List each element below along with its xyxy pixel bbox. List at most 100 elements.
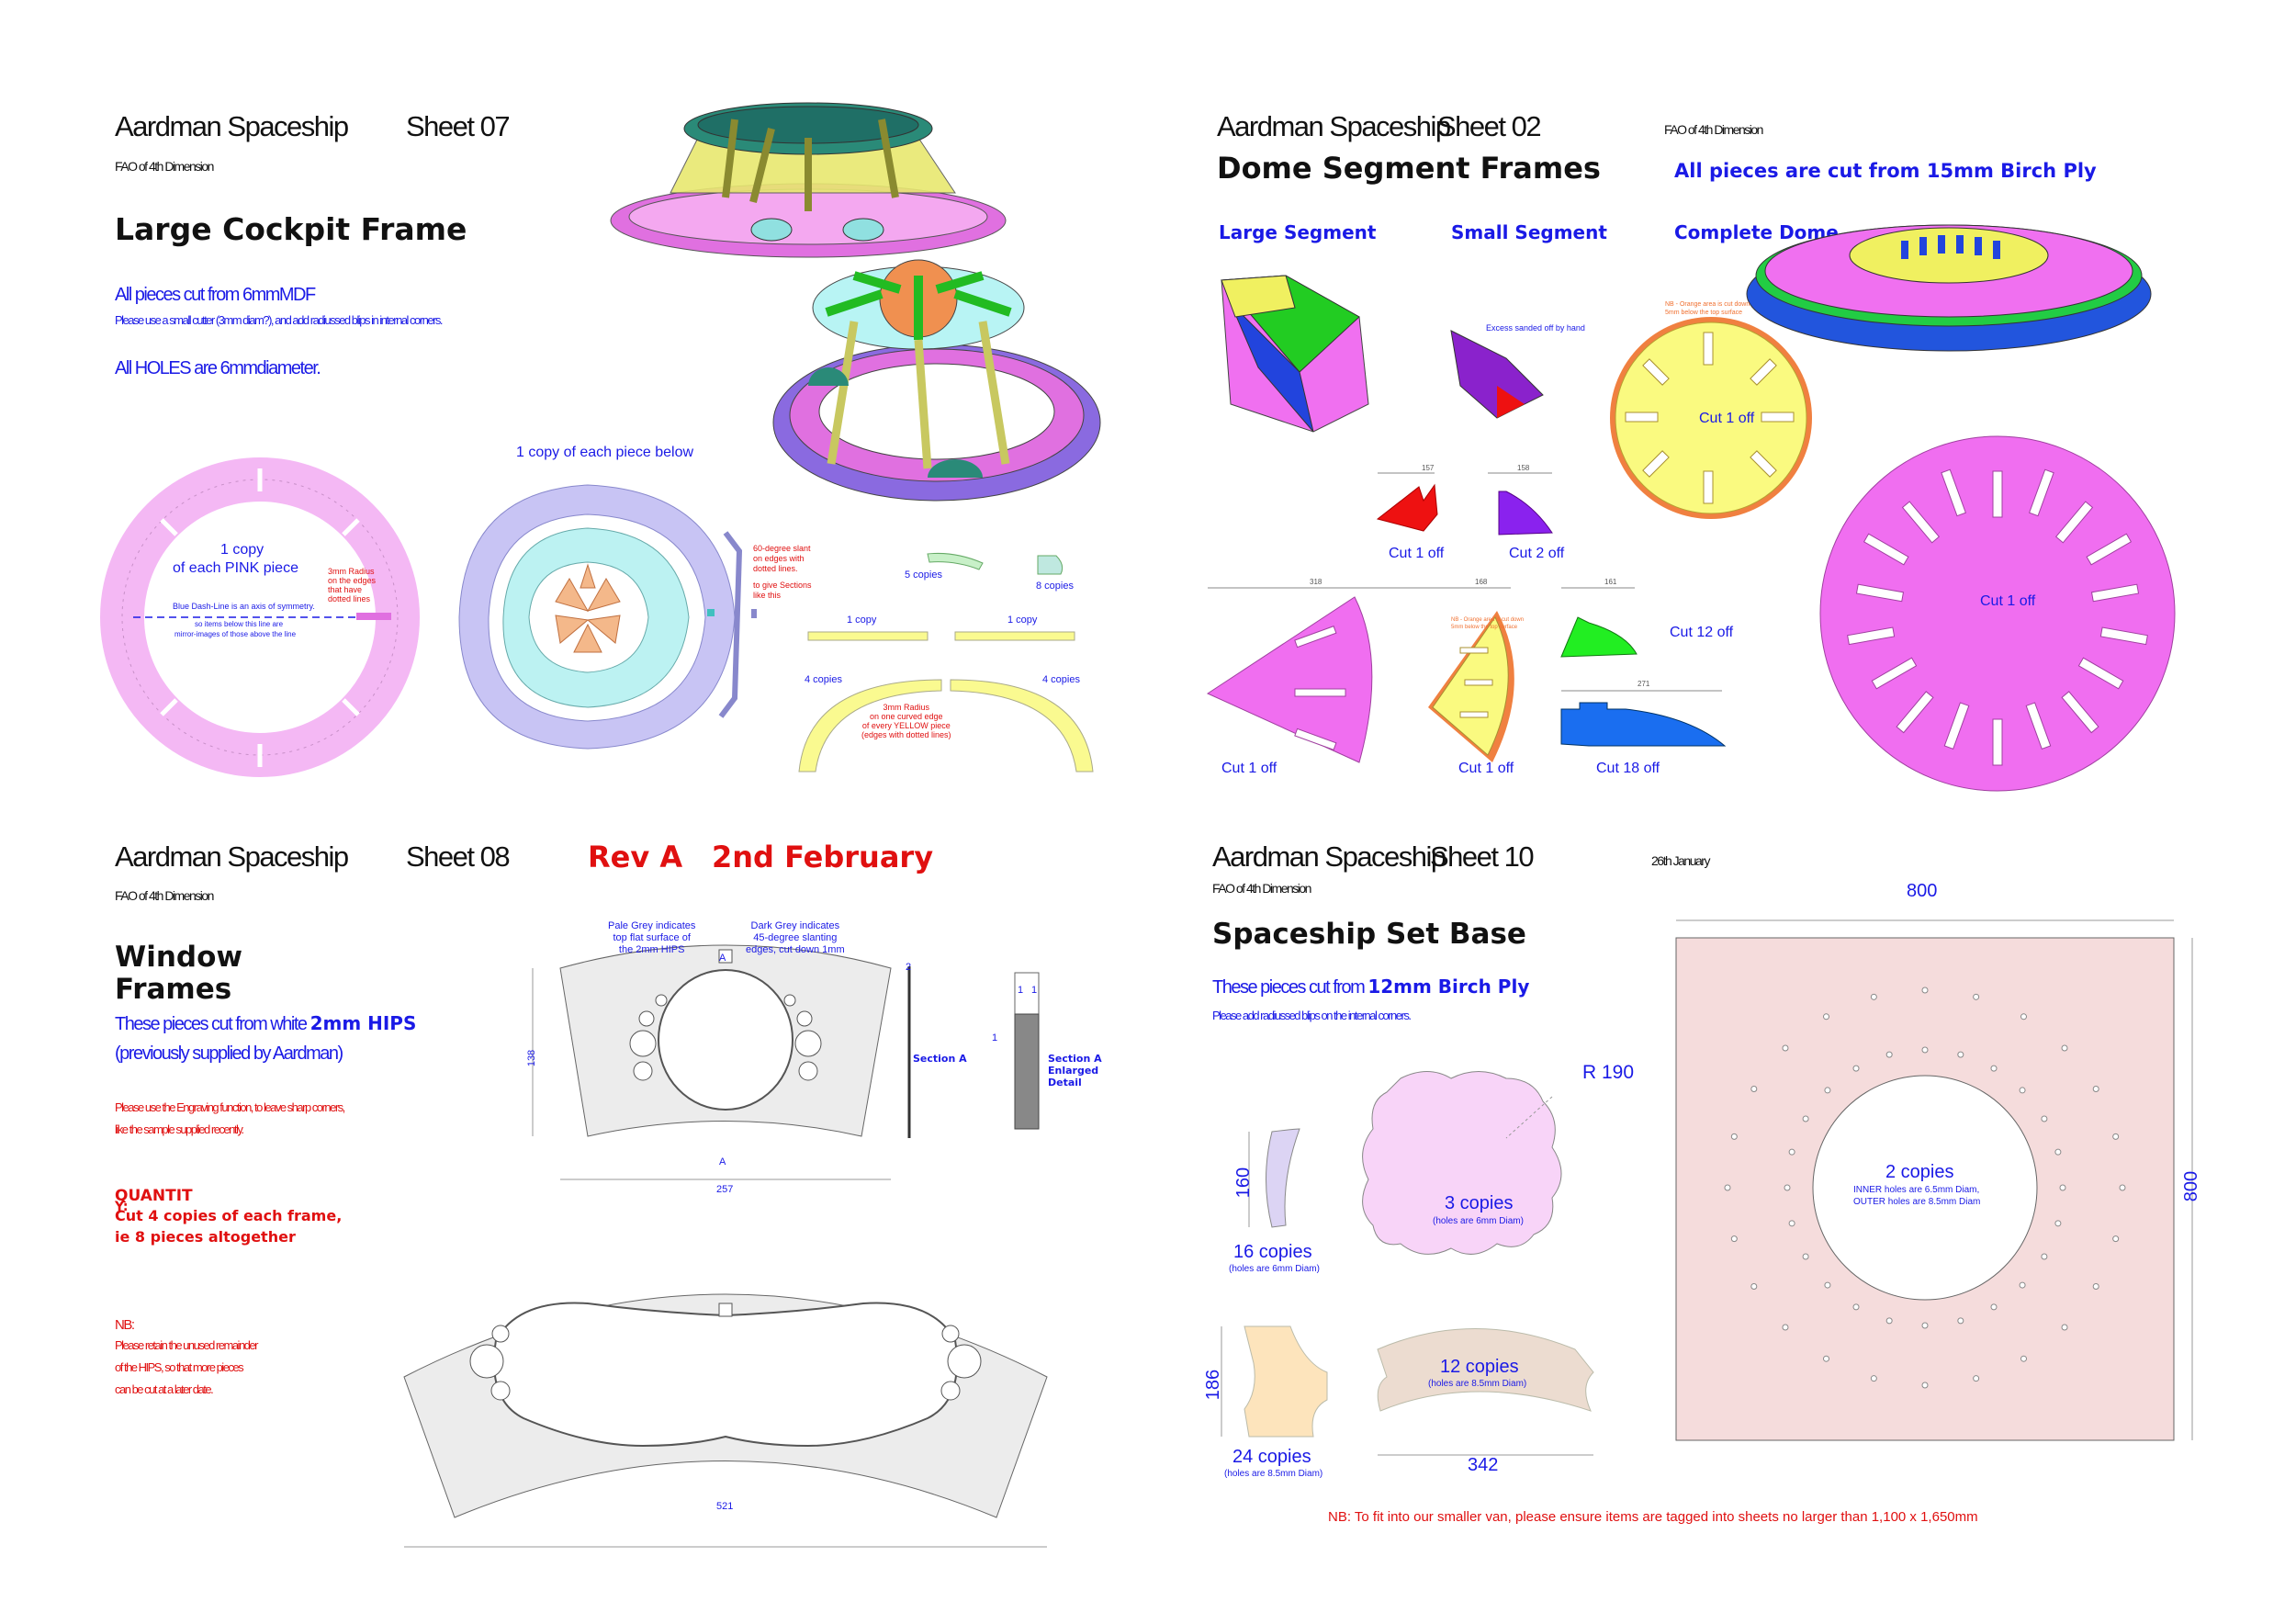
disc-slot [2061, 691, 2099, 734]
dim-161: 161 [1604, 578, 1617, 586]
dim-2: 2 [906, 962, 912, 973]
pink-label-2: of each PINK piece [173, 560, 298, 576]
mounting-hole [2054, 1220, 2062, 1227]
cut18-blue-label: Cut 18 off [1596, 761, 1660, 776]
mirror-note-1: so items below this line are [195, 620, 284, 628]
copies-2-label: 2 copies [1885, 1162, 1954, 1182]
cut1-yellow-disc-label: Cut 1 off [1699, 411, 1755, 426]
mounting-hole [1823, 1355, 1829, 1362]
disc-slot [1896, 691, 1934, 734]
copies-8-label: 8 copies [1036, 581, 1074, 592]
disc-slot [1847, 626, 1896, 646]
dome-segment-3d [1220, 275, 1544, 433]
mounting-hole [2059, 1184, 2066, 1191]
disc-slot [2099, 626, 2148, 646]
dim-342: 342 [1468, 1455, 1499, 1475]
pink-ring-pieces [100, 457, 420, 777]
mounting-hole [2092, 1283, 2099, 1290]
sheet08-fao: FAO of 4th Dimension [115, 888, 214, 903]
mounting-hole [2019, 1281, 2026, 1289]
section-a-enlarged-line: Section A [1048, 1053, 1102, 1065]
mounting-hole [1730, 1133, 1738, 1140]
copies-4a-label: 4 copies [805, 674, 842, 685]
disc-slot [1941, 468, 1967, 517]
yellow-note-line: 3mm Radius [883, 703, 930, 712]
complete-dome-3d [1746, 224, 2152, 352]
sheet02-material: All pieces are cut from 15mm Birch Ply [1674, 160, 2097, 182]
mounting-hole [1852, 1065, 1860, 1072]
layered-ring-pieces [458, 484, 757, 750]
mounting-hole [1921, 1322, 1929, 1329]
sheet-08-panel: Aardman Spaceship Sheet 08 Rev A 2nd Feb… [0, 812, 1148, 1624]
yellow-note: 3mm Radius on one curved edge of every Y… [861, 703, 951, 739]
sheet07-fao: FAO of 4th Dimension [115, 159, 214, 174]
mounting-hole [1784, 1184, 1791, 1191]
sheet08-material-bold: 2mm HIPS [310, 1012, 417, 1034]
orange-note-b: NB - Orange area is cut down 5mm below t… [1451, 616, 1524, 631]
dim-160: 160 [1233, 1167, 1255, 1199]
mounting-hole [1852, 1303, 1860, 1311]
copies-24-holes: (holes are 8.5mm Diam) [1224, 1469, 1323, 1479]
sheet08-rev: Rev A [588, 840, 683, 874]
disc-slot [2090, 583, 2140, 603]
mounting-hole [1750, 1283, 1758, 1290]
mounting-hole [2041, 1253, 2048, 1260]
sheet08-material: These pieces cut from white 2mm HIPS [115, 1012, 416, 1035]
cut2-purple-label: Cut 2 off [1509, 546, 1565, 561]
orange-note-line: 5mm below the top surface [1665, 310, 1743, 316]
cockpit-3d-lower [772, 259, 1101, 502]
copies-1b-label: 1 copy [1007, 615, 1038, 626]
dark-grey-line: Dark Grey indicates [750, 920, 840, 931]
section-a-enlarged: Section A Enlarged Detail [1048, 1053, 1102, 1088]
sheet07-holes: All HOLES are 6mmdiameter. [115, 358, 321, 378]
mounting-hole [1973, 993, 1980, 1000]
sheet07-title: Large Cockpit Frame [115, 211, 467, 247]
nb-line-3: can be cut at a later date. [115, 1382, 214, 1396]
mounting-hole [1788, 1220, 1795, 1227]
r190-label: R 190 [1582, 1062, 1635, 1083]
mounting-hole [2054, 1148, 2062, 1156]
disc-slot [1871, 657, 1918, 690]
sheet07-copy-each-below: 1 copy of each piece below [516, 445, 694, 460]
mounting-hole [2019, 1087, 2026, 1094]
sheet02-project: Aardman Spaceship [1217, 110, 1451, 142]
disc-slot [1943, 702, 1970, 750]
orange-note: NB - Orange area is cut down 5mm below t… [1665, 300, 1750, 317]
mounting-hole [1921, 1382, 1929, 1389]
pink-radius-line: dotted lines [328, 594, 371, 603]
pink-label-1: 1 copy [220, 542, 264, 558]
sheet-07-panel: Aardman Spaceship Sheet 07 FAO of 4th Di… [0, 0, 1148, 812]
mounting-hole [2112, 1235, 2120, 1243]
mounting-hole [2020, 1013, 2027, 1021]
mounting-hole [1973, 1375, 1980, 1382]
sheet08-title-2: Frames [115, 973, 232, 1006]
sheet07-project: Aardman Spaceship [115, 110, 349, 142]
dim-158: 158 [1517, 464, 1530, 472]
dim-1c: 1 [992, 1032, 998, 1043]
window-frame-large [403, 1293, 1048, 1548]
sheet10-material: These pieces cut from 12mm Birch Ply [1212, 976, 1529, 998]
mounting-hole [2061, 1324, 2068, 1331]
mounting-hole [1802, 1253, 1809, 1260]
pale-grey-line: top flat surface of [613, 932, 691, 943]
disc-slot [1855, 583, 1905, 603]
copies-12-label: 12 copies [1440, 1357, 1519, 1377]
dark-grey-note: Dark Grey indicates 45-degree slanting e… [746, 920, 845, 956]
yellow-disc-piece [1610, 317, 1812, 519]
yellow-note-line: (edges with dotted lines) [861, 730, 951, 739]
mounting-hole [2020, 1355, 2027, 1362]
quantity-line-2: ie 8 pieces altogether [115, 1228, 296, 1246]
sheet08-material-prefix: These pieces cut from white [115, 1014, 310, 1034]
disc-slot [1992, 718, 2003, 766]
slant-note-line: on edges with [753, 554, 805, 563]
dim-168: 168 [1475, 578, 1488, 586]
copies-4b-label: 4 copies [1042, 674, 1080, 685]
engrave-note-2: like the sample supplied recently. [115, 1122, 244, 1136]
pink-radius-note: 3mm Radius on the edges that have dotted… [328, 567, 376, 603]
mounting-hole [1782, 1044, 1789, 1052]
copies-16-label: 16 copies [1233, 1242, 1312, 1262]
mirror-note-2: mirror-images of those above the line [174, 630, 297, 638]
copies-12-holes: (holes are 8.5mm Diam) [1428, 1379, 1527, 1389]
slant-note-line: 60-degree slant [753, 544, 811, 553]
sections-note-line: like this [753, 591, 782, 600]
